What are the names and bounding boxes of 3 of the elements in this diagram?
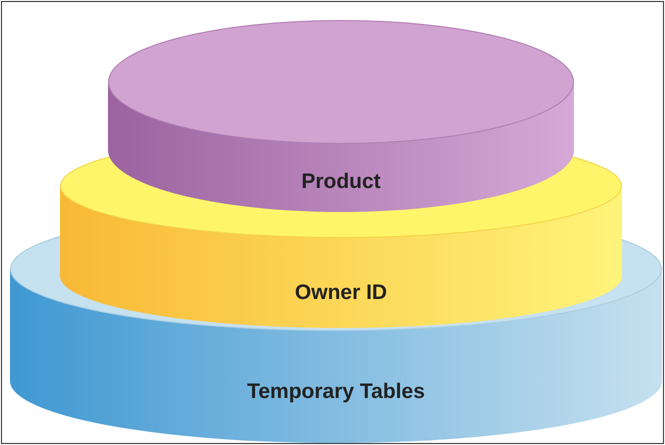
layer-label: Temporary Tables — [247, 380, 425, 404]
layer-label: Owner ID — [294, 281, 388, 305]
layer-label: Product — [301, 170, 381, 194]
